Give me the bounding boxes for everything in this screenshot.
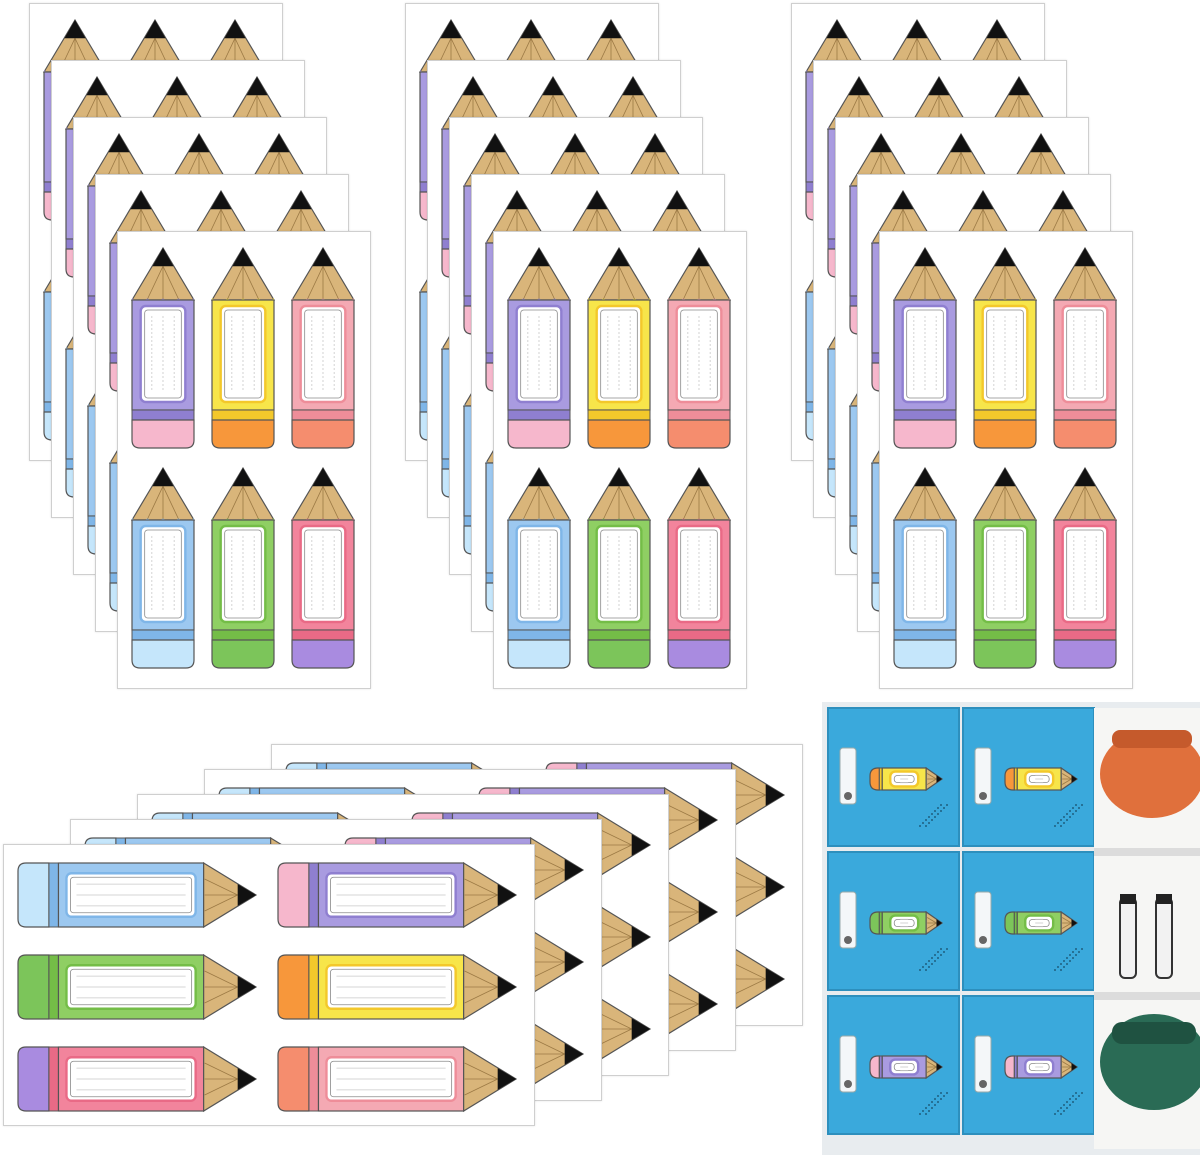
- bottles: [1119, 894, 1173, 979]
- pencil-label-sticker: [1052, 466, 1118, 669]
- pencil-label-sticker: [277, 953, 518, 1021]
- pencil-label-sticker: [666, 246, 732, 449]
- pencil-label-sticker: [892, 246, 958, 449]
- sticker-sheet-vertical: [493, 231, 747, 689]
- pencil-label-sticker: [1004, 910, 1079, 936]
- locker-door: [962, 707, 1095, 847]
- pencil-label-sticker: [666, 466, 732, 669]
- pencil-label-sticker: [130, 246, 196, 449]
- pencil-label-sticker: [290, 246, 356, 449]
- locker-door: [962, 851, 1095, 991]
- locker-door: [827, 707, 960, 847]
- pencil-label-sticker: [1052, 246, 1118, 449]
- pencil-label-sticker: [972, 246, 1038, 449]
- locker-door: [827, 851, 960, 991]
- pencil-label-sticker: [17, 953, 258, 1021]
- pencil-label-sticker: [277, 861, 518, 929]
- pencil-label-sticker: [210, 246, 276, 449]
- pencil-label-sticker: [506, 466, 572, 669]
- pencil-label-sticker: [506, 246, 572, 449]
- locker-door: [827, 995, 960, 1135]
- pencil-label-sticker: [17, 861, 258, 929]
- pencil-label-sticker: [290, 466, 356, 669]
- pencil-label-sticker: [869, 1054, 944, 1080]
- locker-photo: [822, 702, 1200, 1155]
- pencil-label-sticker: [130, 466, 196, 669]
- pencil-label-sticker: [210, 466, 276, 669]
- pencil-label-sticker: [869, 910, 944, 936]
- orange-bag: [1100, 730, 1200, 818]
- pencil-label-sticker: [586, 246, 652, 449]
- pencil-label-sticker: [586, 466, 652, 669]
- pencil-label-sticker: [892, 466, 958, 669]
- locker-door: [962, 995, 1095, 1135]
- pencil-label-sticker: [1004, 766, 1079, 792]
- green-bag: [1100, 1014, 1200, 1110]
- pencil-label-sticker: [17, 1045, 258, 1113]
- sticker-sheet-vertical: [879, 231, 1133, 689]
- sticker-sheet-vertical: [117, 231, 371, 689]
- sticker-sheet-horizontal: [3, 844, 535, 1126]
- pencil-label-sticker: [277, 1045, 518, 1113]
- pencil-label-sticker: [1004, 1054, 1079, 1080]
- pencil-label-sticker: [972, 466, 1038, 669]
- pencil-label-sticker: [869, 766, 944, 792]
